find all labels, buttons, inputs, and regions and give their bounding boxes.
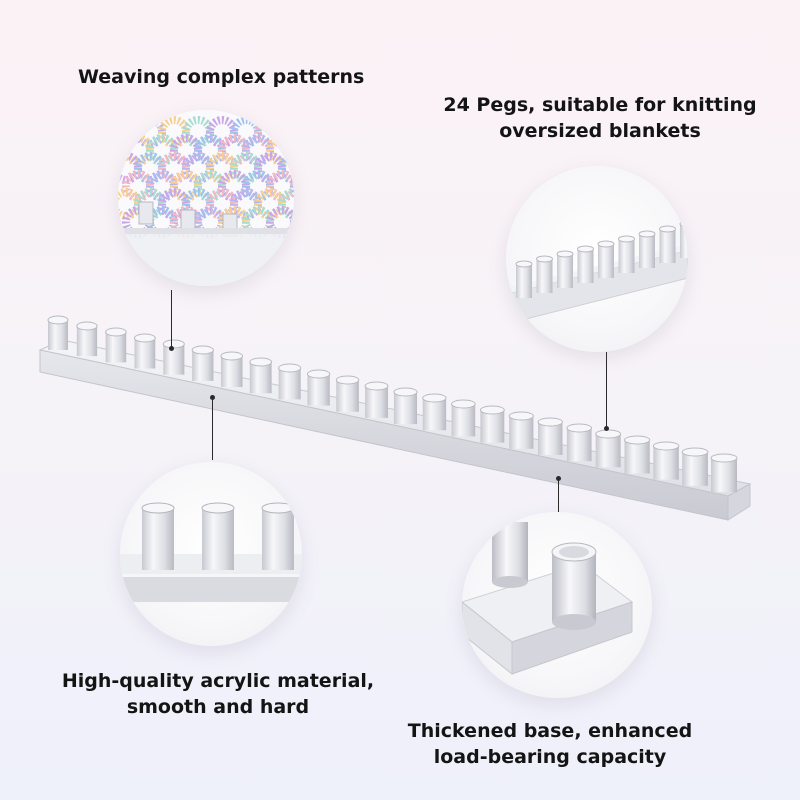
yarn-loop — [278, 152, 294, 184]
rack-peg — [162, 339, 185, 375]
caption-acrylic-line2: smooth and hard — [126, 696, 310, 718]
rack-peg — [76, 321, 98, 357]
leader-line-pegs — [606, 352, 607, 428]
leader-line-acrylic — [212, 398, 213, 460]
yarn-peg — [138, 201, 154, 225]
caption-24-pegs: 24 Pegs, suitable for knitting oversized… — [430, 92, 770, 144]
leader-line-weaving — [171, 290, 172, 348]
rack-peg — [595, 429, 622, 468]
leader-dot-pegs — [604, 426, 609, 431]
rack-peg — [105, 327, 127, 363]
leader-dot-weaving — [169, 346, 174, 351]
rack-peg — [422, 393, 447, 431]
detail-circle-peg-row — [506, 166, 688, 352]
yarn-loop — [266, 170, 294, 202]
rack-peg — [220, 351, 244, 388]
rack-peg — [479, 405, 505, 443]
detail-peg — [515, 260, 533, 298]
rack-peg — [306, 369, 331, 406]
caption-weaving-patterns: Weaving complex patterns — [78, 64, 365, 90]
caption-acrylic-line1: High-quality acrylic material, — [61, 670, 375, 692]
rack-peg — [249, 357, 273, 394]
detail-peg — [141, 502, 175, 570]
detail-peg — [577, 245, 594, 283]
detail-circle-thick-base — [462, 512, 652, 698]
detail-peg — [597, 240, 615, 278]
big-peg-front — [551, 542, 597, 630]
yarn-loop — [266, 206, 294, 238]
rack-peg — [191, 345, 214, 381]
rack-peg — [364, 381, 389, 418]
caption-base-line2: load-bearing capacity — [433, 746, 667, 768]
rack-peg — [508, 411, 534, 449]
rack-peg — [537, 417, 563, 455]
rack-peg — [566, 423, 593, 462]
rack-peg — [393, 387, 418, 425]
rack-peg — [451, 399, 476, 437]
rack-base-end — [727, 483, 751, 521]
yarn-loop — [278, 188, 294, 220]
rack-peg — [133, 333, 156, 369]
detail-peg — [201, 502, 235, 570]
rack-peg — [278, 363, 302, 400]
detail-peg — [618, 235, 635, 273]
big-peg-back — [492, 522, 528, 588]
detail-circle-yarn-patterns — [118, 110, 294, 286]
detail-peg — [556, 250, 574, 288]
rack-peg — [47, 315, 69, 350]
rack-peg — [335, 375, 360, 412]
rack-peg — [624, 435, 651, 474]
caption-thickened-base: Thickened base, enhanced load-bearing ca… — [390, 718, 710, 770]
detail-peg — [536, 255, 553, 293]
caption-weaving-text: Weaving complex patterns — [78, 66, 365, 88]
yarn-loops-illustration — [118, 110, 294, 286]
detail-peg — [261, 502, 295, 570]
leader-line-base — [558, 478, 559, 518]
rack-peg — [710, 453, 738, 492]
detail-peg — [638, 230, 656, 268]
rack-peg — [681, 447, 709, 486]
detail-circle-acrylic-pegs — [120, 462, 302, 646]
rack-peg — [652, 441, 680, 480]
leader-dot-base — [556, 476, 561, 481]
caption-base-line1: Thickened base, enhanced — [407, 720, 693, 742]
detail-peg — [659, 225, 676, 263]
leader-dot-acrylic — [210, 395, 215, 400]
caption-pegs-line2: oversized blankets — [499, 120, 701, 142]
caption-pegs-line1: 24 Pegs, suitable for knitting — [443, 94, 757, 116]
rack-pegs — [47, 315, 738, 492]
caption-acrylic-material: High-quality acrylic material, smooth an… — [58, 668, 378, 720]
